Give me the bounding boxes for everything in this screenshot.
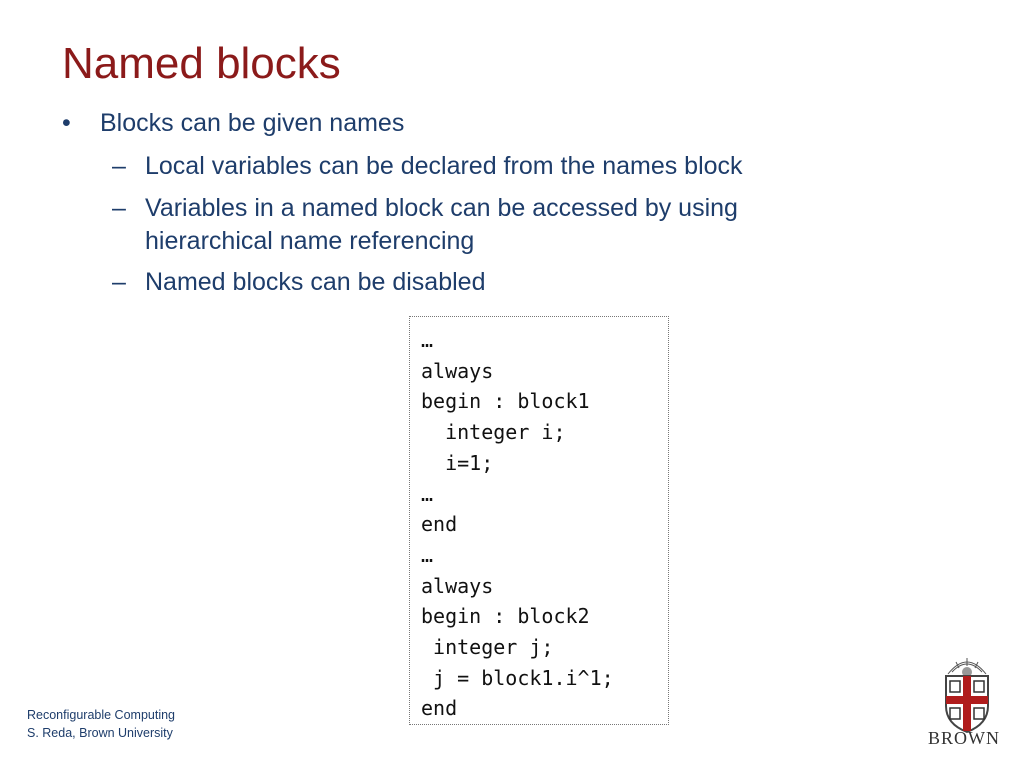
footer: Reconfigurable Computing S. Reda, Brown … bbox=[27, 706, 175, 742]
code-line: end bbox=[421, 512, 458, 537]
sub-bullet-text: Local variables can be declared from the… bbox=[145, 152, 743, 180]
code-line: begin : block2 bbox=[421, 604, 590, 629]
sub-bullet-marker: – bbox=[112, 194, 126, 222]
code-line: i=1; bbox=[421, 450, 494, 475]
code-line: … bbox=[421, 328, 434, 352]
code-line: j = block1.i^1; bbox=[421, 665, 614, 690]
code-line: always bbox=[421, 573, 494, 598]
footer-author: S. Reda, Brown University bbox=[27, 726, 173, 740]
code-line: end bbox=[421, 696, 458, 721]
code-block: … always begin : block1 integer i; i=1; … bbox=[409, 316, 669, 725]
footer-course: Reconfigurable Computing bbox=[27, 708, 176, 722]
brown-wordmark: BROWN bbox=[928, 728, 1000, 748]
code-line: begin : block1 bbox=[421, 389, 590, 414]
sub-bullet-text: Named blocks can be disabled bbox=[145, 268, 486, 296]
code-line: integer i; bbox=[421, 420, 566, 445]
sub-bullet-marker: – bbox=[112, 152, 126, 180]
code-line: always bbox=[421, 358, 494, 383]
bullet-marker: • bbox=[62, 109, 71, 137]
code-line: integer j; bbox=[421, 635, 554, 660]
code-line: … bbox=[421, 481, 434, 506]
sub-bullet-marker: – bbox=[112, 268, 126, 296]
slide-title: Named blocks bbox=[62, 39, 341, 88]
bullet-text: Blocks can be given names bbox=[100, 109, 405, 137]
brown-university-shield-icon bbox=[945, 658, 989, 734]
sub-bullet-text: Variables in a named block can be access… bbox=[145, 194, 738, 255]
code-line: … bbox=[421, 542, 434, 567]
